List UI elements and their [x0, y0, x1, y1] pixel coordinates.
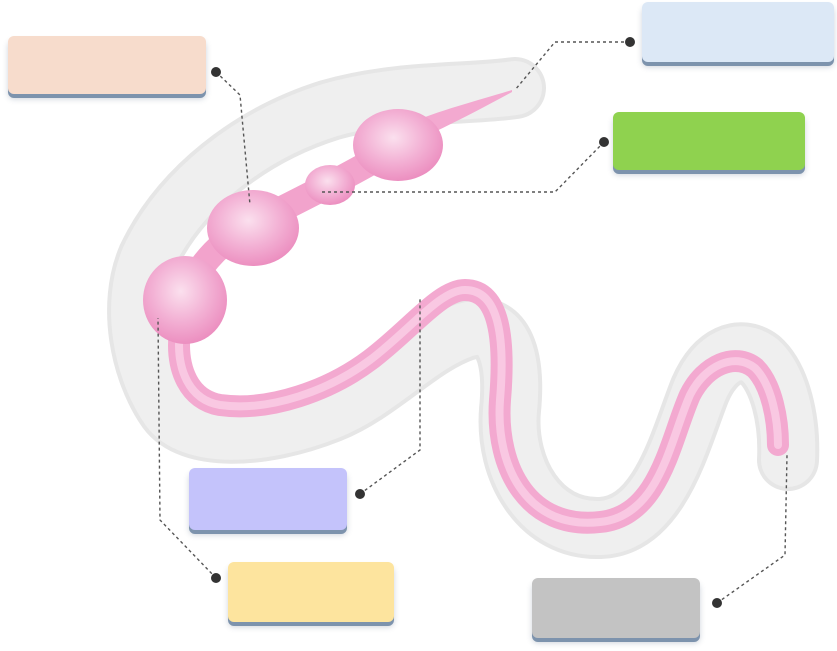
label-box-top-left[interactable] [8, 36, 206, 94]
dot-top-right [625, 37, 635, 47]
dot-top-left [211, 67, 221, 77]
neck-bulb [305, 165, 355, 205]
dot-mid-left [355, 489, 365, 499]
dot-bottom-right [712, 598, 722, 608]
dot-bottom-left [211, 573, 221, 583]
label-box-top-right[interactable] [642, 2, 834, 62]
dot-right [599, 137, 609, 147]
label-box-bottom-left[interactable] [228, 562, 394, 622]
label-box-right[interactable] [613, 112, 805, 170]
middle-bulb [207, 190, 299, 266]
label-box-mid-left[interactable] [189, 468, 347, 530]
posterior-bulb [143, 256, 227, 344]
anterior-bulb [353, 109, 443, 181]
label-box-bottom-right[interactable] [532, 578, 700, 638]
